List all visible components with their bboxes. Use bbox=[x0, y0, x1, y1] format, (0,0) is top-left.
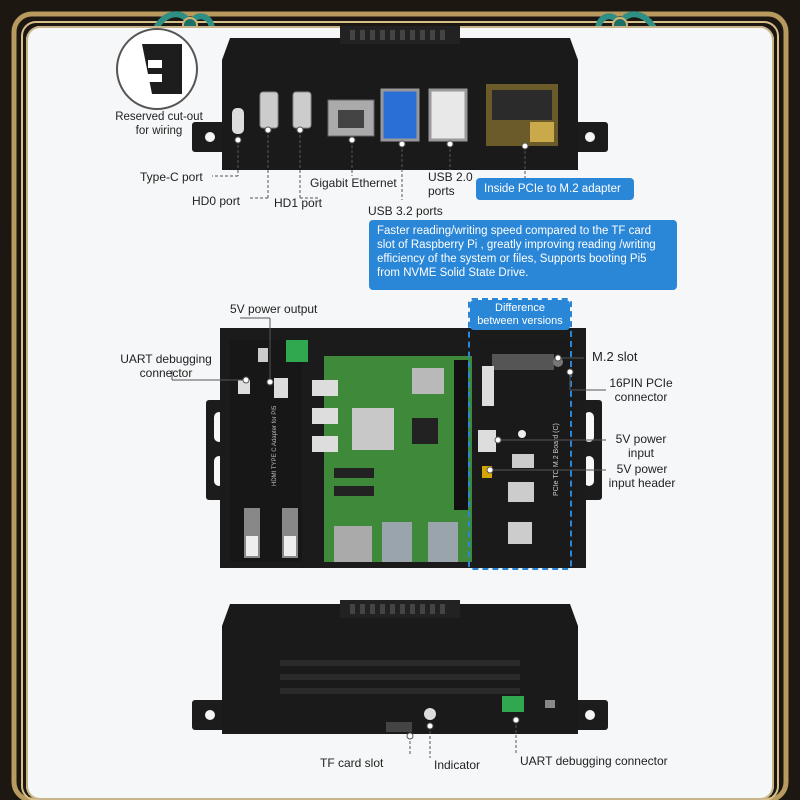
m2-board-silk: PCIe TO M.2 Board (C) bbox=[553, 423, 560, 496]
reserved-cutout-inset bbox=[116, 28, 198, 110]
difference-outline bbox=[468, 298, 572, 570]
m2-slot-label: M.2 slot bbox=[592, 349, 638, 364]
board-illustration: HDMI TYPE C Adapter for PI5 PCIe TO M.2 … bbox=[206, 328, 602, 568]
top-leader-lines bbox=[212, 126, 529, 200]
tf-card-slot-label: TF card slot bbox=[320, 756, 384, 770]
bottom-leader-lines bbox=[406, 716, 520, 758]
difference-between-versions-label: Difference between versions bbox=[470, 300, 570, 330]
usb20-ports-label: USB 2.0 ports bbox=[428, 170, 473, 198]
power-input-header-5v-label: 5V power input header bbox=[608, 462, 676, 490]
reserved-cutout-label: Reserved cut-out for wiring bbox=[115, 111, 203, 137]
power-output-5v-label: 5V power output bbox=[230, 302, 318, 316]
usb32-ports-label: USB 3.2 ports bbox=[368, 204, 443, 218]
pcie-adapter-title-callout: Inside PCIe to M.2 adapter bbox=[476, 178, 634, 200]
uart-connector-label: UART debugging connector bbox=[120, 352, 212, 380]
uart-bottom-label: UART debugging connector bbox=[520, 754, 668, 768]
hd1-port-label: HD1 port bbox=[274, 196, 323, 210]
power-input-5v-label: 5V power input bbox=[615, 432, 667, 460]
gigabit-ethernet-label: Gigabit Ethernet bbox=[310, 176, 397, 190]
pcie-adapter-description-callout: Faster reading/writing speed compared to… bbox=[369, 220, 677, 290]
top-case-illustration bbox=[192, 26, 608, 170]
hdmi-adapter-silk: HDMI TYPE C Adapter for PI5 bbox=[272, 405, 278, 486]
type-c-port-label: Type-C port bbox=[140, 170, 203, 184]
bottom-case-illustration bbox=[192, 600, 608, 734]
board-leader-lines bbox=[171, 317, 606, 474]
hd0-port-label: HD0 port bbox=[192, 194, 241, 208]
indicator-label: Indicator bbox=[434, 758, 481, 772]
pcie-16pin-label: 16PIN PCIe connector bbox=[609, 376, 673, 404]
